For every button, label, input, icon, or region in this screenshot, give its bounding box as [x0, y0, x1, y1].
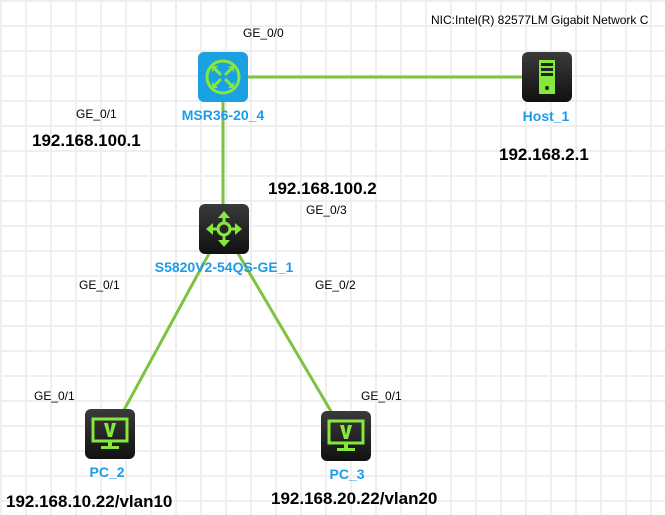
- switch-port-ge02: GE_0/2: [315, 278, 356, 292]
- pc2-node[interactable]: [85, 409, 135, 459]
- router-name: MSR36-20_4: [181, 107, 265, 123]
- link-switch-pc3[interactable]: [234, 249, 334, 414]
- switch-port-ge03: GE_0/3: [306, 203, 347, 217]
- pc3-node[interactable]: [321, 411, 371, 461]
- pc2-ip: 192.168.10.22/vlan10: [6, 492, 173, 511]
- switch-port-ge01: GE_0/1: [79, 278, 120, 292]
- pc3-port-ge01: GE_0/1: [361, 389, 402, 403]
- router-port-ge01: GE_0/1: [76, 107, 117, 121]
- pc-monitor-icon: [327, 419, 365, 451]
- pc2-name: PC_2: [89, 464, 125, 480]
- switch-name: S5820V2-54QS-GE_1: [154, 259, 294, 275]
- pc2-port-ge01: GE_0/1: [34, 389, 75, 403]
- host1-name: Host_1: [522, 108, 570, 124]
- pc3-ip: 192.168.20.22/vlan20: [271, 489, 438, 508]
- nic-label: NIC:Intel(R) 82577LM Gigabit Network C: [431, 13, 649, 27]
- host1-node[interactable]: [522, 52, 572, 102]
- pc-monitor-icon: [91, 417, 129, 449]
- switch-icon: [206, 211, 242, 247]
- router-ip: 192.168.100.1: [32, 131, 141, 150]
- pc3-name: PC_3: [329, 466, 365, 482]
- server-icon: [539, 60, 555, 94]
- host1-ip: 192.168.2.1: [499, 145, 589, 164]
- switch-node[interactable]: [199, 204, 249, 254]
- router-port-ge00: GE_0/0: [243, 26, 284, 40]
- router-icon: [205, 59, 241, 95]
- link-switch-pc2[interactable]: [122, 249, 213, 411]
- switch-ip: 192.168.100.2: [268, 179, 377, 198]
- router-node[interactable]: [198, 52, 248, 102]
